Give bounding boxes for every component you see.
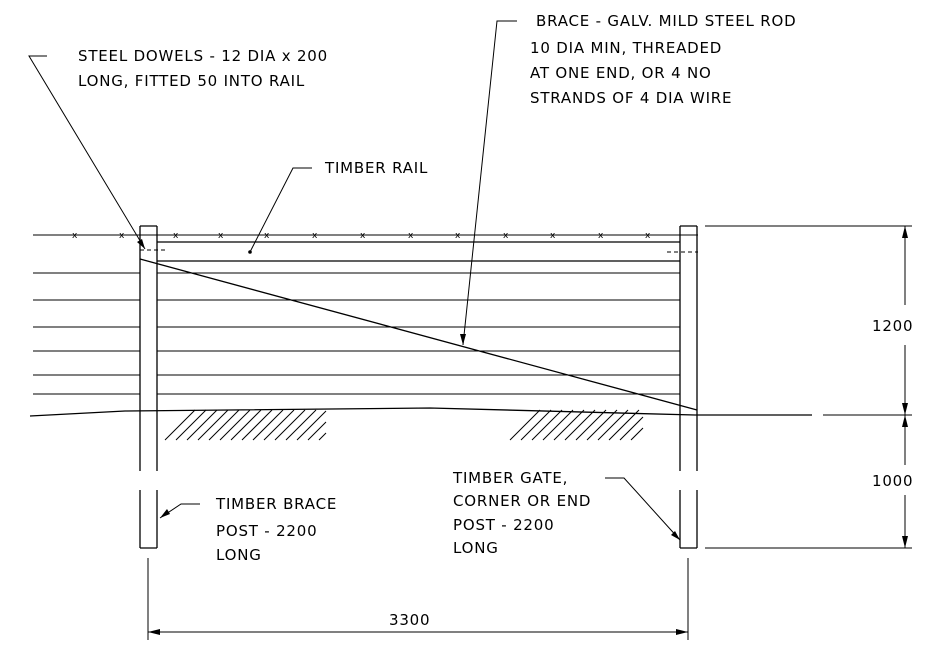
brace-rod: [139, 258, 698, 411]
soil-hatch-right: [509, 409, 644, 441]
brace-leader: [462, 20, 517, 346]
svg-text:x: x: [312, 231, 318, 241]
steel-dowels-line-2: LONG, FITTED 50 INTO RAIL: [78, 72, 305, 90]
steel-dowels-label: STEEL DOWELS - 12 DIA x 200 LONG, FITTED…: [78, 47, 328, 90]
dim-arrow-span-left: [148, 629, 160, 635]
dim-1000-label: 1000: [872, 472, 913, 490]
dim-arrow-1: [902, 226, 908, 238]
svg-text:x: x: [119, 231, 125, 241]
brace-post-arrowhead: [160, 509, 170, 518]
dowels-arrowhead: [137, 239, 145, 249]
svg-text:x: x: [645, 231, 651, 241]
timber-brace-post-label: TIMBER BRACE POST - 2200 LONG: [215, 495, 337, 564]
brace-post-line-1: TIMBER BRACE: [215, 495, 337, 513]
dim-arrow-2: [902, 403, 908, 415]
svg-text:x: x: [455, 231, 461, 241]
timber-gate-post-label: TIMBER GATE, CORNER OR END POST - 2200 L…: [452, 469, 591, 557]
gate-post-leader: [605, 477, 681, 541]
svg-text:x: x: [598, 231, 604, 241]
dim-arrow-3: [902, 415, 908, 427]
ground-line: [29, 407, 812, 417]
dim-1200-label: 1200: [872, 317, 913, 335]
brace-arrowhead: [460, 334, 466, 345]
steel-dowels-line-1: STEEL DOWELS - 12 DIA x 200: [78, 47, 328, 65]
svg-text:x: x: [408, 231, 414, 241]
svg-text:x: x: [503, 231, 509, 241]
dim-arrow-4: [902, 536, 908, 548]
timber-rail-label: TIMBER RAIL: [324, 159, 428, 177]
brace-rod-line-1: BRACE - GALV. MILD STEEL ROD: [536, 12, 796, 30]
brace-post-line-3: LONG: [216, 546, 262, 564]
dim-arrow-span-right: [676, 629, 688, 635]
brace-post-line-2: POST - 2200: [216, 522, 317, 540]
timber-rail-leader: [249, 167, 312, 253]
svg-text:x: x: [173, 231, 179, 241]
gate-post-right: [679, 225, 698, 549]
brace-rod-line-4: STRANDS OF 4 DIA WIRE: [530, 89, 732, 107]
brace-rod-line-2: 10 DIA MIN, THREADED: [530, 39, 722, 57]
gate-post-line-4: LONG: [453, 539, 499, 557]
svg-text:x: x: [360, 231, 366, 241]
svg-text:x: x: [264, 231, 270, 241]
dim-3300-label: 3300: [389, 611, 430, 629]
svg-text:x: x: [218, 231, 224, 241]
soil-hatch-left: [164, 409, 327, 441]
gate-post-line-2: CORNER OR END: [453, 492, 591, 510]
brace-post-left: [139, 225, 158, 549]
gate-post-line-3: POST - 2200: [453, 516, 554, 534]
brace-rod-line-3: AT ONE END, OR 4 NO: [530, 64, 712, 82]
dowels-leader: [28, 55, 146, 250]
svg-text:x: x: [550, 231, 556, 241]
brace-rod-label: BRACE - GALV. MILD STEEL ROD 10 DIA MIN,…: [530, 12, 796, 107]
gate-post-arrowhead: [671, 531, 680, 540]
gate-post-line-1: TIMBER GATE,: [452, 469, 568, 487]
svg-text:x: x: [72, 231, 78, 241]
fence-wires: [33, 272, 680, 395]
